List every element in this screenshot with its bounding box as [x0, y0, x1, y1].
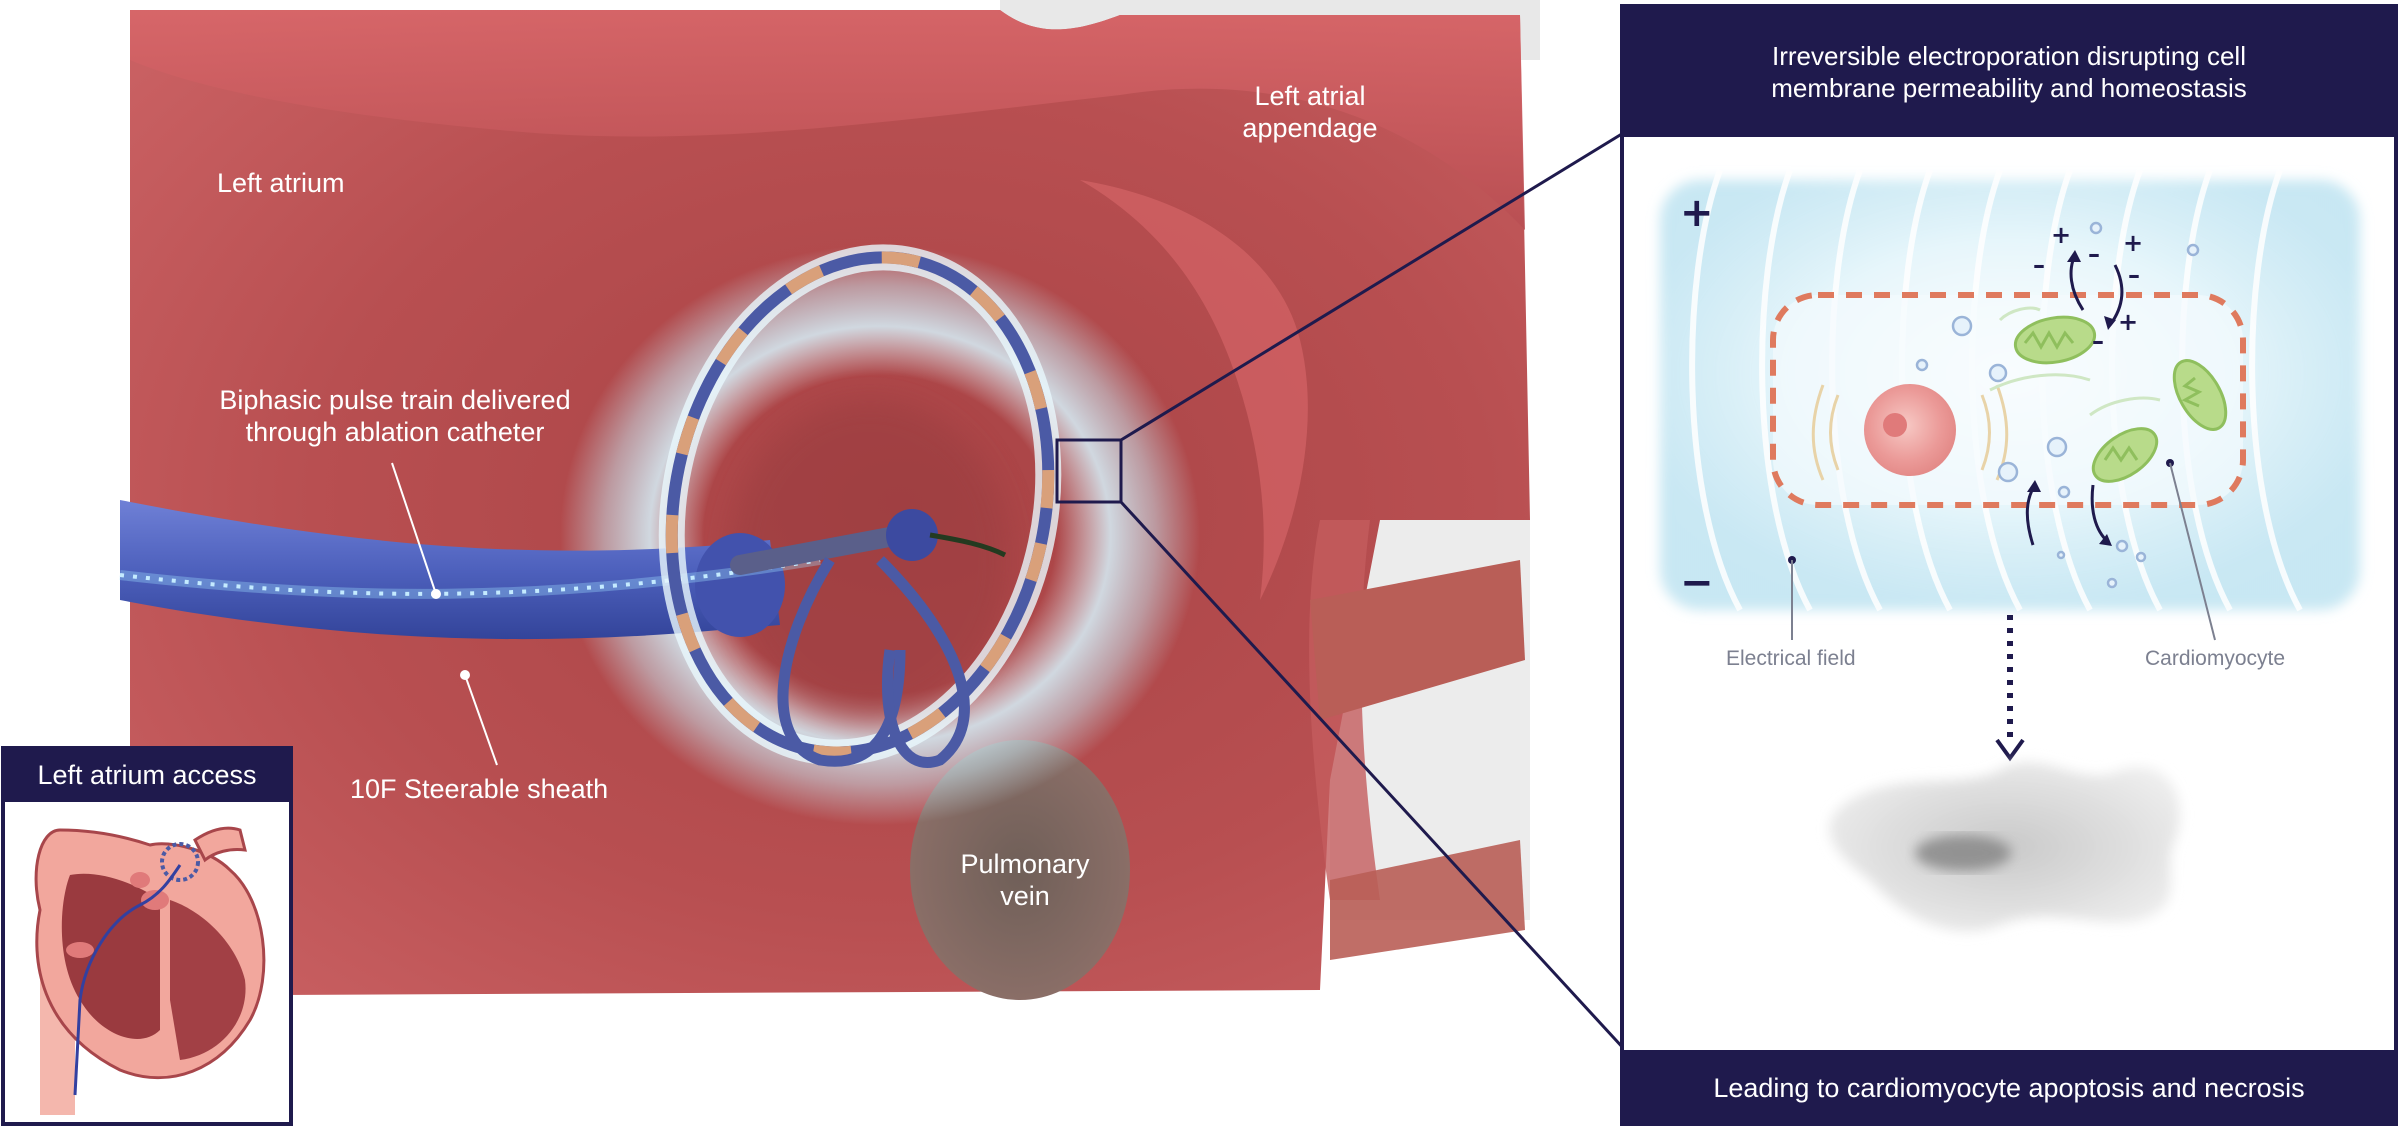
svg-text:–: –	[2128, 261, 2140, 289]
electroporation-panel: + + + – – – –	[1620, 4, 2398, 1126]
label-biphasic-pulse-train: Biphasic pulse train delivered through a…	[219, 385, 571, 447]
svg-text:+: +	[2051, 221, 2071, 249]
label-electrical-field: Electrical field	[1726, 647, 1856, 670]
positive-electrode-sign: +	[1680, 190, 1714, 236]
panel-footer: Leading to cardiomyocyte apoptosis and n…	[1622, 1050, 2396, 1126]
anatomy-scene	[130, 0, 1540, 1000]
negative-electrode-sign: −	[1680, 560, 1714, 606]
ablation-catheter	[119, 244, 1062, 768]
zoom-indicator	[1055, 130, 1627, 1052]
svg-text:–: –	[2088, 240, 2100, 268]
panel-header: Irreversible electroporation disrupting …	[1622, 6, 2396, 137]
label-left-atrial-appendage: Left atrial appendage	[1242, 81, 1378, 143]
svg-text:+: +	[2123, 229, 2143, 257]
heart-inset	[1, 746, 293, 1126]
label-left-atrium: Left atrium	[217, 168, 345, 198]
svg-text:–: –	[2033, 251, 2045, 279]
svg-text:+: +	[2118, 308, 2138, 336]
label-cardiomyocyte: Cardiomyocyte	[2145, 647, 2286, 670]
svg-text:–: –	[2092, 327, 2104, 355]
inset-title: Left atrium access	[3, 748, 291, 802]
label-pulmonary-vein: Pulmonary vein	[960, 849, 1090, 911]
label-steerable-sheath: 10F Steerable sheath	[350, 774, 609, 804]
